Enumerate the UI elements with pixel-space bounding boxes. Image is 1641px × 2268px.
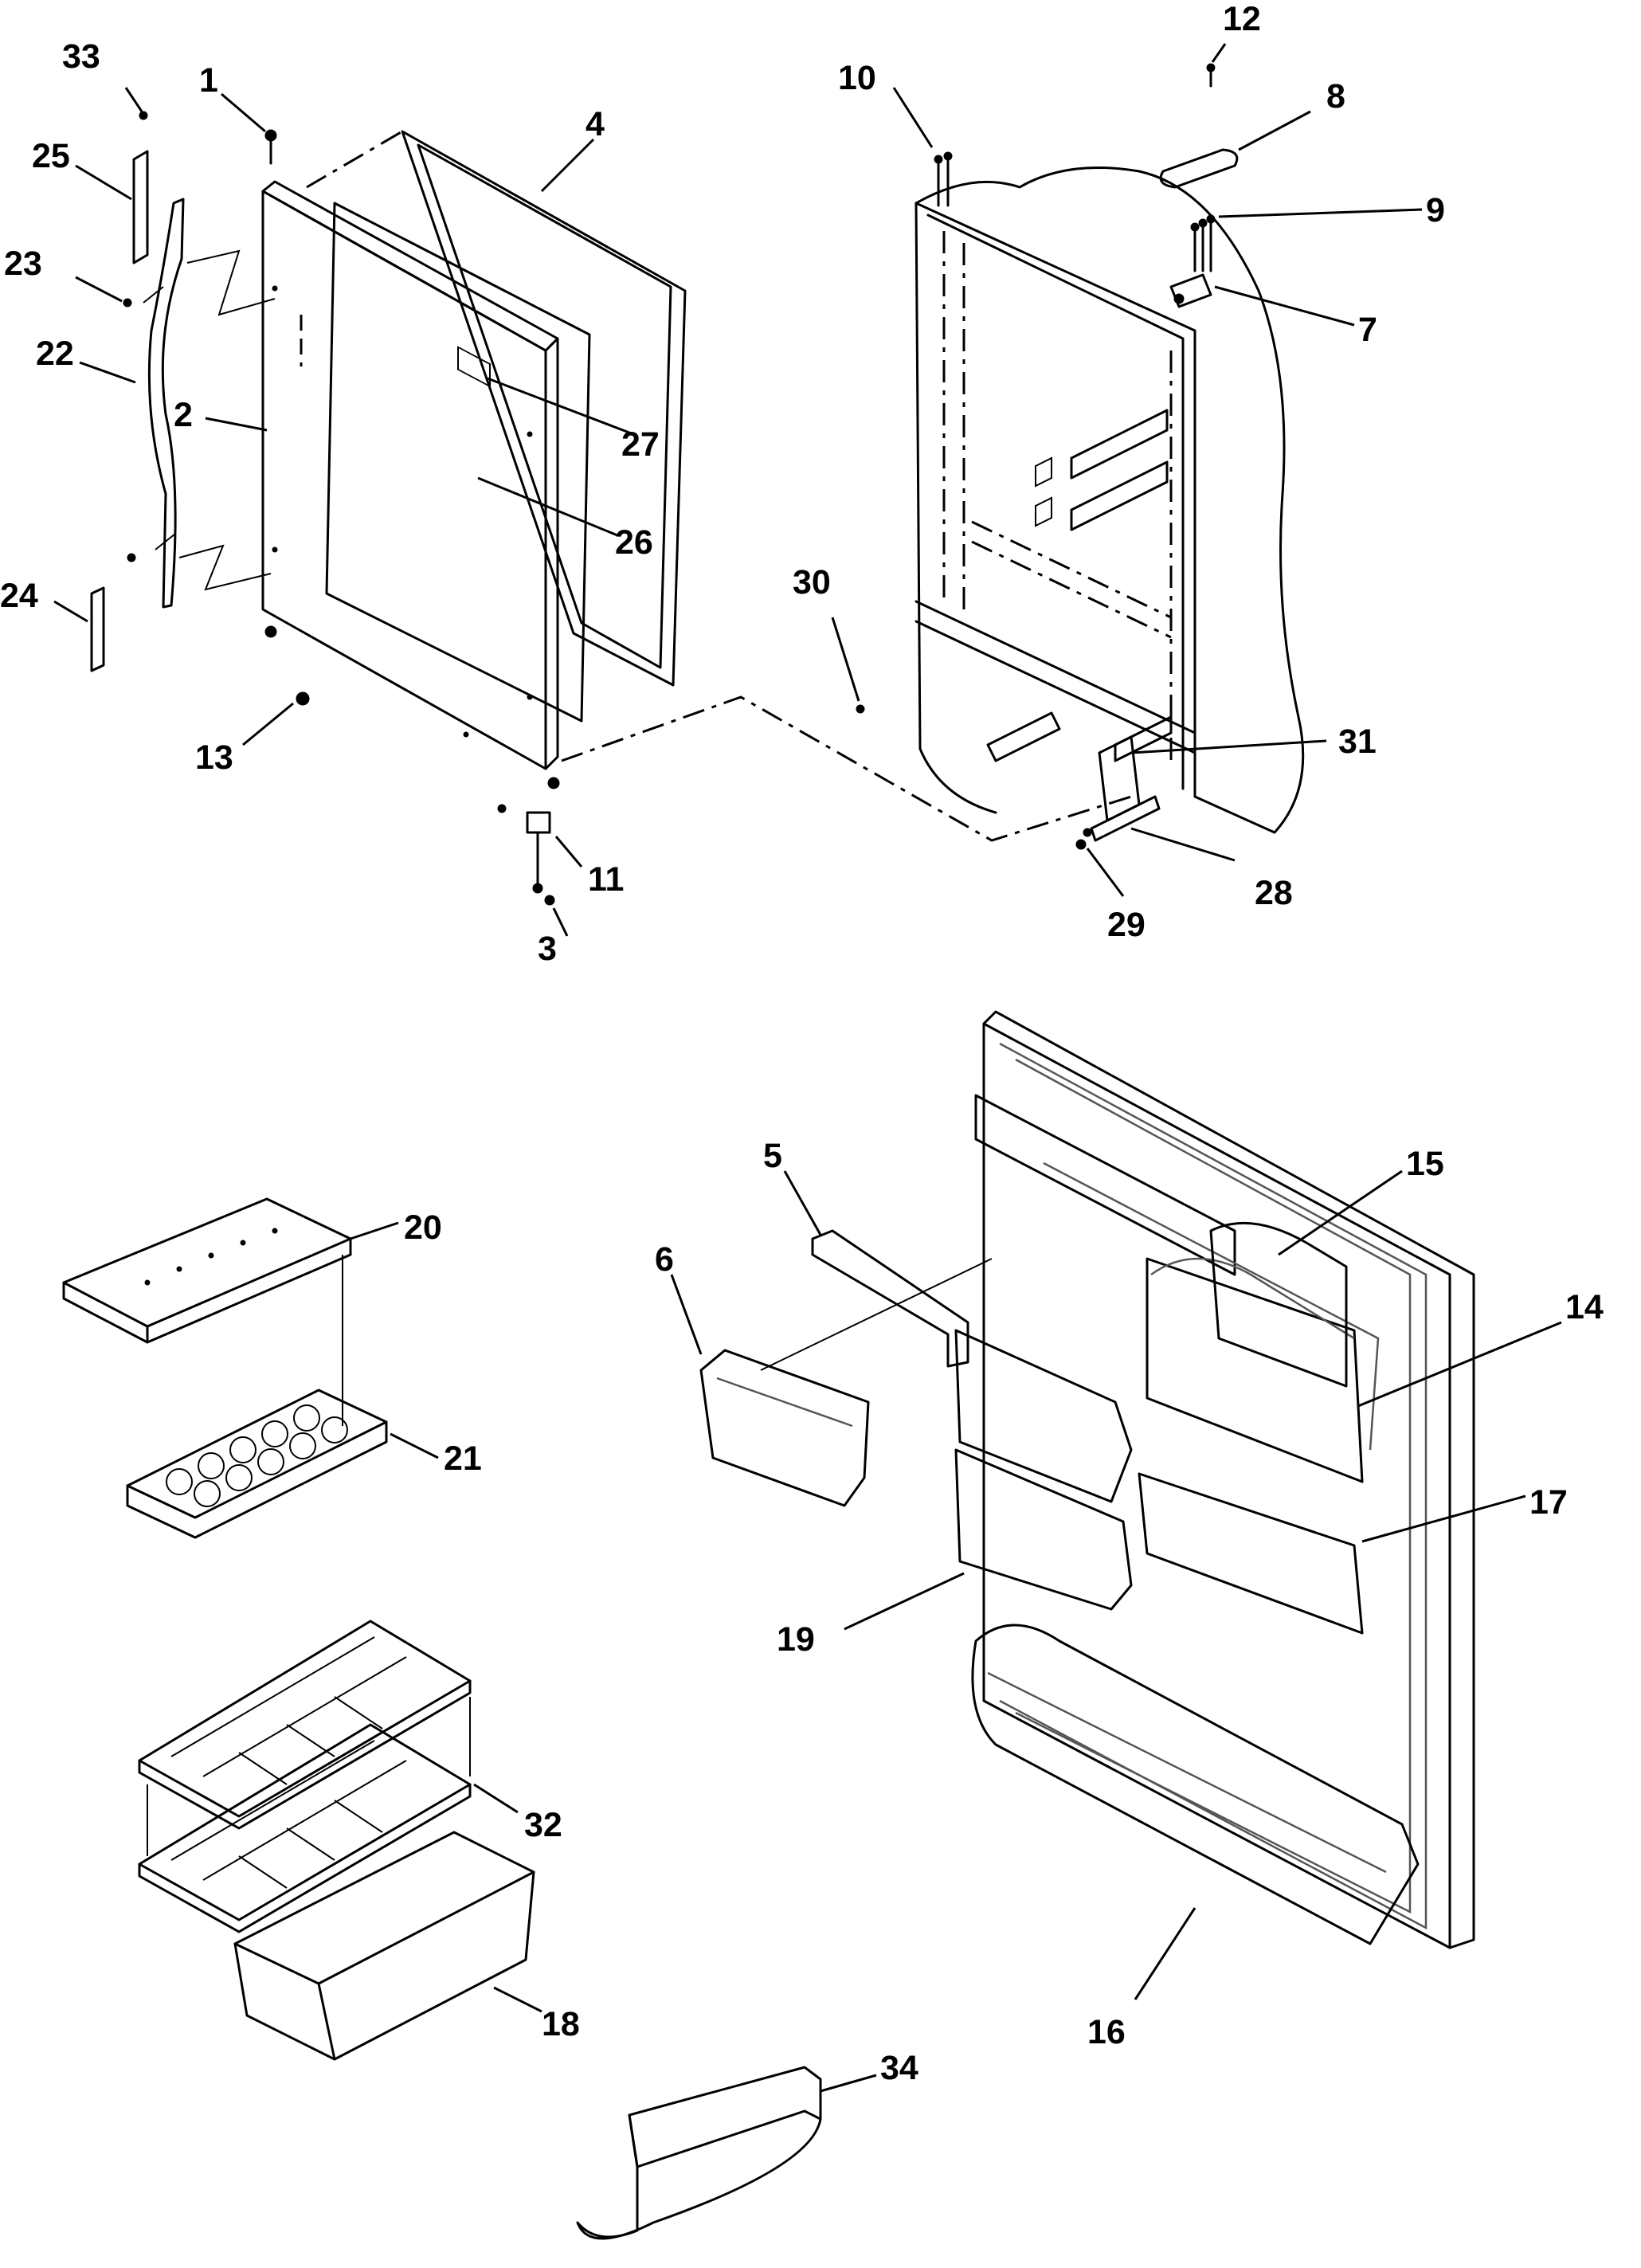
top-hinge-part-7: [1169, 273, 1212, 308]
callout-27: 27: [621, 425, 660, 464]
callout-6: 6: [655, 1240, 674, 1279]
freezer-accessories: [62, 1197, 535, 2061]
callout-20: 20: [404, 1208, 442, 1247]
callout-18: 18: [542, 2005, 580, 2043]
door-liner: [325, 202, 591, 723]
hinge-part-11: [526, 811, 555, 906]
callout-7: 7: [1358, 311, 1377, 349]
bottom-hinge-part-28: [1075, 735, 1161, 850]
callout-21: 21: [444, 1440, 482, 1478]
callout-1: 1: [199, 61, 218, 100]
callout-32: 32: [524, 1806, 562, 1844]
callout-25: 25: [32, 137, 70, 175]
ice-cube-tray-part-32: [138, 1620, 472, 1933]
callout-4: 4: [586, 105, 605, 143]
egg-tray-part-21: [126, 1389, 388, 1539]
egg-dispenser-part-15: [1209, 1221, 1348, 1388]
callout-33: 33: [62, 37, 100, 76]
trim-part-34: [576, 2066, 822, 2240]
dairy-bin-part-6: [699, 1349, 870, 1507]
callout-23: 23: [4, 245, 42, 283]
callout-24: 24: [0, 577, 38, 615]
refrigerator-door-assembly: [699, 1010, 1475, 1949]
callout-19: 19: [777, 1620, 815, 1659]
callout-8: 8: [1326, 77, 1345, 116]
bracket-part-5: [811, 1229, 969, 1368]
callout-31: 31: [1338, 723, 1377, 761]
freezer-shelf-part-20: [62, 1197, 352, 1344]
callout-16: 16: [1087, 2013, 1126, 2051]
callout-30: 30: [793, 563, 831, 601]
door-handle-part-22: [143, 198, 185, 609]
handle-end-cap-part-24: [90, 586, 105, 672]
screws-part-9-10-12: [934, 63, 1216, 272]
door-bin-left-upper: [954, 1329, 1133, 1503]
callout-15: 15: [1406, 1145, 1444, 1183]
callout-12: 12: [1223, 0, 1261, 38]
callout-29: 29: [1107, 906, 1146, 944]
door-bin-part-16: [971, 1624, 1420, 1945]
callout-11: 11: [588, 860, 624, 899]
callout-34: 34: [880, 2049, 918, 2087]
door-shelf-part-17: [1138, 1472, 1364, 1635]
callout-17: 17: [1529, 1483, 1568, 1522]
door-shelf-part-14: [1146, 1257, 1364, 1483]
callout-9: 9: [1426, 191, 1445, 229]
handle-end-cap-part-25: [132, 150, 149, 264]
callout-labels: 33 1 4 25 23 22 2 27 26 24 13 11 3 10 12…: [0, 0, 1604, 2087]
callout-28: 28: [1255, 874, 1293, 912]
callout-26: 26: [615, 523, 653, 562]
screws-part-1: [123, 111, 560, 813]
cabinet-assembly: [856, 63, 1305, 850]
door-shelf-part-19: [954, 1448, 1133, 1611]
callout-14: 14: [1565, 1288, 1604, 1326]
hinge-cover-part-8: [1159, 148, 1239, 189]
callout-2: 2: [174, 396, 193, 434]
callout-3: 3: [538, 930, 557, 968]
callout-13: 13: [195, 738, 233, 777]
callout-5: 5: [763, 1137, 782, 1175]
ice-bin-part-18: [233, 1831, 535, 2061]
door-panel-part-2: [261, 180, 559, 770]
callout-22: 22: [36, 335, 74, 373]
callout-10: 10: [838, 59, 876, 97]
door-gasket-part-4: [401, 130, 687, 687]
leader-lines: [53, 43, 1562, 2093]
freezer-door-assembly: [90, 111, 1132, 906]
